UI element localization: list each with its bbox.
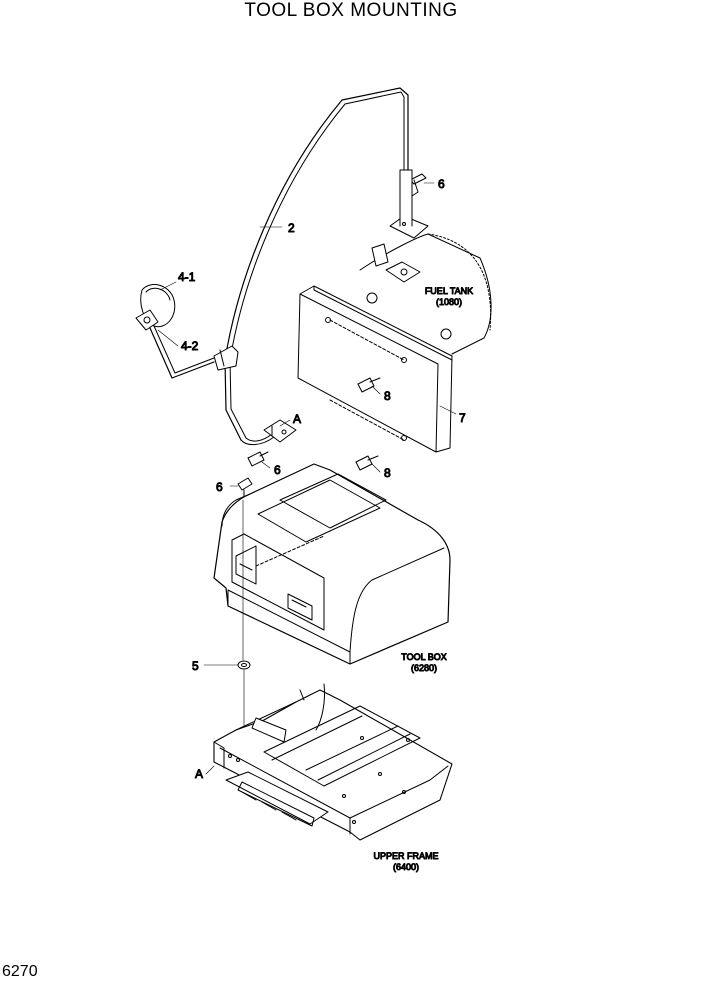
callout-4-1: 4-1: [178, 270, 196, 284]
cover-bolt-upper: [357, 377, 381, 393]
upper-frame-code: (6400): [393, 862, 419, 872]
mirror-arm: [149, 325, 215, 379]
rail-base-plate: [389, 169, 429, 239]
callout-8-lower: 8: [384, 466, 391, 480]
callout-2: 2: [288, 221, 295, 235]
ref-a-top: A: [293, 412, 301, 426]
ref-a-bottom: A: [195, 767, 203, 781]
tool-box-label: TOOL BOX: [401, 652, 447, 662]
callout-5: 5: [192, 659, 199, 673]
tool-box: [213, 463, 451, 665]
page-number: 6270: [2, 963, 38, 980]
washer: [237, 660, 251, 670]
callout-4-2: 4-2: [181, 339, 199, 353]
rail-clamp: [213, 345, 239, 371]
cover-plate: [297, 285, 453, 453]
rail-bracket: [263, 419, 297, 443]
callout-6-left: 6: [216, 480, 223, 494]
tool-box-code: (6280): [411, 663, 437, 673]
cover-bolt-lower: [355, 455, 379, 471]
page-title: TOOL BOX MOUNTING: [244, 0, 458, 21]
callout-6-top: 6: [438, 177, 445, 191]
mirror: [135, 284, 176, 331]
upper-frame-label: UPPER FRAME: [373, 851, 438, 861]
fuel-tank-label: FUEL TANK: [425, 286, 473, 296]
callout-6-mid: 6: [274, 463, 281, 477]
callout-8-upper: 8: [384, 389, 391, 403]
top-bolt: [409, 173, 427, 197]
fuel-tank-code: (1080): [436, 297, 462, 307]
leader-lines: [157, 182, 457, 775]
upper-frame: [213, 683, 453, 841]
mid-bolt: [247, 451, 269, 467]
callout-7: 7: [459, 411, 466, 425]
fuel-tank: [359, 233, 492, 355]
